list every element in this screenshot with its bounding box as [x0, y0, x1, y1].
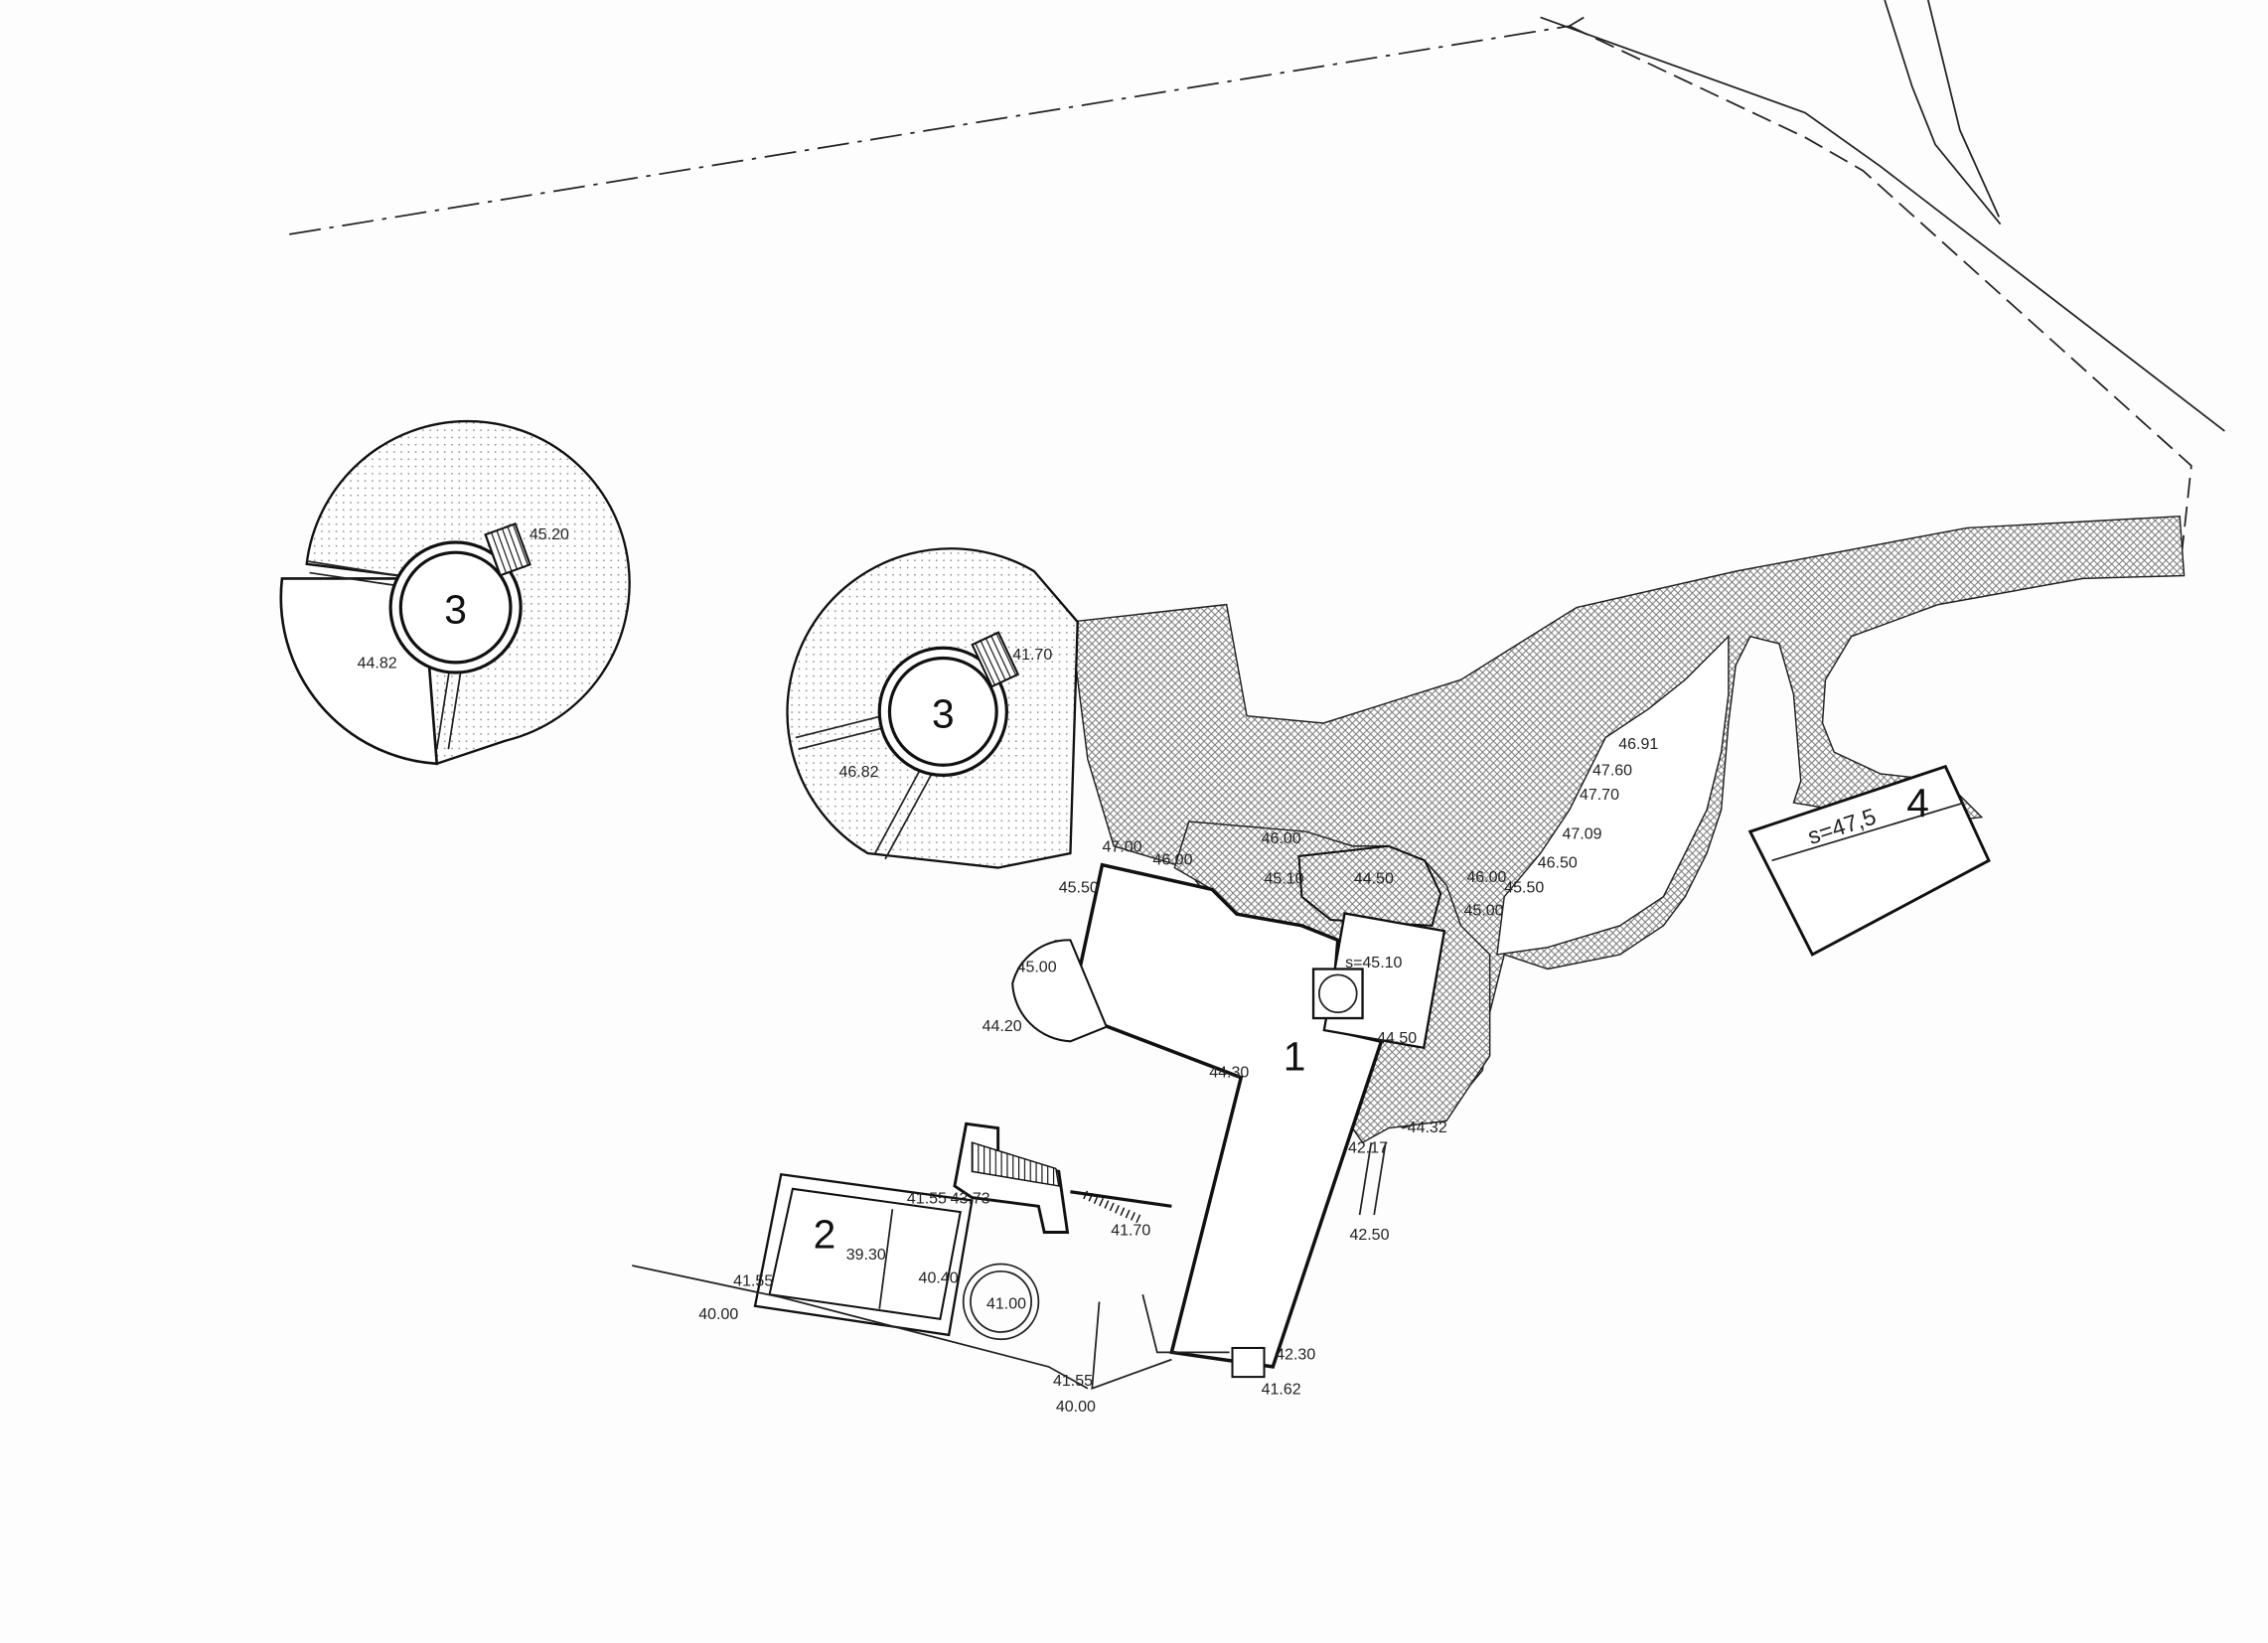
- elev-mark: s=45.10: [1345, 955, 1402, 971]
- elev-mark: 44.30: [1209, 1065, 1249, 1082]
- elev-mark: 46.91: [1618, 736, 1658, 753]
- lower-stair: [953, 1121, 1172, 1234]
- elev-mark: 40.00: [1056, 1399, 1096, 1416]
- label-annex: 4: [1906, 781, 1929, 826]
- elev-mark: 47.70: [1580, 787, 1619, 804]
- annex: [1747, 764, 1991, 957]
- elev-mark: 41.70: [1111, 1222, 1150, 1239]
- elev-mark: 39.30: [846, 1247, 886, 1264]
- elev-mark: 46.82: [838, 764, 878, 781]
- property-boundary: [289, 0, 2225, 572]
- elevation-marks: 45.20 44.82 41.70 46.82 47.00 46.00 46.0…: [358, 526, 1880, 1416]
- pavilion-left: [279, 419, 631, 766]
- elev-mark: 44.20: [983, 1018, 1022, 1035]
- elev-mark: 44.50: [1377, 1030, 1417, 1047]
- elev-mark: 42.30: [1276, 1347, 1315, 1364]
- elev-mark: 47.00: [1102, 839, 1141, 856]
- elev-mark: 47.09: [1562, 825, 1601, 842]
- elev-mark: 42.50: [1349, 1227, 1389, 1244]
- elev-mark: 41.55: [1053, 1373, 1093, 1390]
- label-main-house: 1: [1284, 1033, 1306, 1079]
- elev-mark: 41.62: [1262, 1382, 1301, 1399]
- elev-mark: 45.50: [1059, 879, 1099, 896]
- label-pavilion-left: 3: [444, 587, 467, 633]
- elev-mark: 44.82: [358, 656, 397, 672]
- elev-mark: 47.60: [1592, 762, 1632, 779]
- main-house: [1011, 862, 1446, 1379]
- elev-mark: 45.00: [1017, 959, 1057, 975]
- elev-mark: 41.55: [733, 1272, 773, 1289]
- elev-mark: 40.40: [919, 1270, 959, 1286]
- elev-mark: 42.17: [1348, 1139, 1388, 1156]
- elev-mark: 44.50: [1354, 871, 1394, 888]
- elev-mark: 45.50: [1504, 879, 1544, 896]
- label-pavilion-right: 3: [932, 690, 955, 736]
- elev-mark: 45.00: [1463, 903, 1503, 920]
- elev-mark: 45.10: [1265, 871, 1304, 888]
- pavilion-right: [786, 547, 1079, 869]
- elev-mark: 46.50: [1538, 855, 1578, 872]
- elev-mark: 46.00: [1262, 830, 1301, 847]
- elev-mark: 44.32: [1408, 1120, 1447, 1136]
- elev-mark: 41.55: [907, 1190, 947, 1207]
- elev-mark: 43.73: [951, 1190, 990, 1207]
- elev-mark: 41.70: [1012, 647, 1052, 664]
- elev-mark: 45.20: [529, 526, 569, 543]
- elev-mark: 46.00: [1152, 852, 1192, 869]
- elev-mark: 40.00: [698, 1306, 738, 1323]
- elev-mark: 41.00: [986, 1296, 1026, 1313]
- pool: [632, 1172, 1230, 1391]
- elev-mark: 46.00: [1466, 869, 1506, 886]
- label-pool: 2: [814, 1212, 836, 1258]
